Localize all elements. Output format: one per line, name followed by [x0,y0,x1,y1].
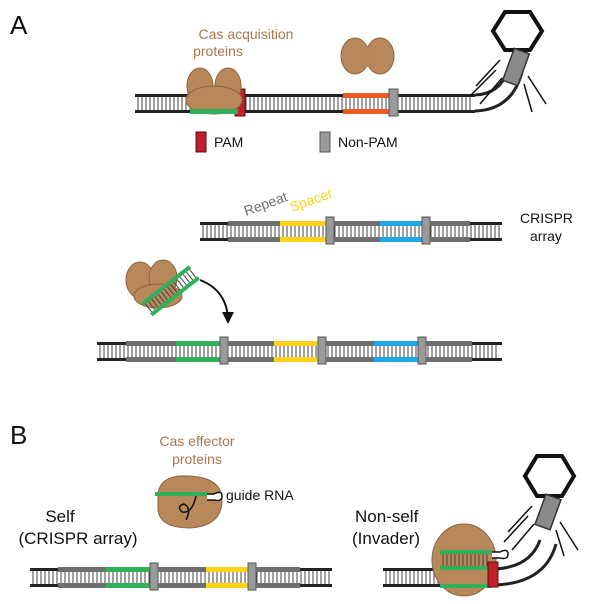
dna-rung [176,279,184,288]
self-label-2: (CRISPR array) [18,529,137,548]
nonself-label-1: Non-self [355,507,419,526]
spacer-label: Spacer [288,184,335,214]
dna-rung [182,274,190,283]
dna-rung [160,291,168,300]
effector-label-1: Cas effector [159,433,235,449]
dna-rung [186,271,194,281]
dna-rung [145,303,153,313]
panel-b-letter: B [10,420,27,450]
effector-label-2: proteins [172,451,222,467]
cas-protein-prespacer [125,259,200,317]
legend-pam-swatch [195,131,207,153]
integration-arrow [199,279,234,324]
cas-effector-protein [155,475,223,529]
acquisition-label-1: Cas acquisition [199,26,294,42]
dna-rung [157,293,165,303]
dna-rung [173,281,181,291]
phage-icon-bottom [503,454,579,557]
dna-rung [154,296,162,305]
panel-a-letter: A [10,10,28,40]
crispr-array-expanded [97,336,502,365]
cas-acquisition-protein-free [340,37,395,75]
legend-nonpam-label: Non-PAM [338,134,398,150]
phage-icon [469,10,547,113]
cas-acquisition-protein-bound [185,67,243,115]
dna-rung [170,284,178,293]
legend-pam-label: PAM [214,134,243,150]
crispr-label-2: array [530,228,562,244]
legend-nonpam-swatch [319,131,331,153]
dna-rung [163,289,171,298]
acquisition-label-2: proteins [193,43,243,59]
dna-rung [151,298,159,308]
dna-rung [189,269,197,278]
repeat-label: Repeat [242,188,290,219]
dna-rung [148,301,156,310]
dna-rung [179,276,187,286]
crispr-label-1: CRISPR [520,210,573,226]
cas-effector-bound [431,523,509,597]
guide-rna-label: guide RNA [226,487,294,503]
nonself-label-2: (Invader) [352,529,420,548]
crispr-array-top [200,216,502,245]
dna-rung [167,286,175,296]
self-crispr-array [30,562,332,591]
self-label-1: Self [45,507,75,526]
nonpam-marker [388,88,399,117]
